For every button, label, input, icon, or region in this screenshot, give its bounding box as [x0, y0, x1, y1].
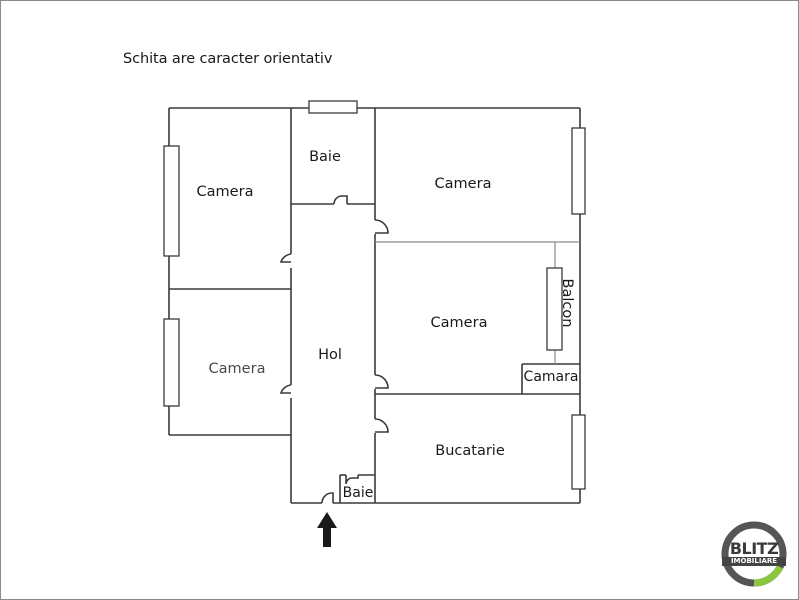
entrance-arrow-icon — [317, 512, 337, 547]
door-baie-small — [345, 475, 359, 485]
room-label-balcon: Balcon — [559, 278, 575, 328]
window-baie-top — [308, 100, 358, 114]
window-camera-bottom-left — [163, 318, 180, 407]
blitz-imobiliare-logo: BLITZ IMOBILIARE — [719, 519, 789, 589]
door-camera-top-right — [374, 219, 389, 234]
door-entrance — [321, 492, 334, 504]
room-label-camera-middle-right: Camera — [430, 315, 488, 331]
room-label-hol: Hol — [318, 347, 342, 363]
windows — [163, 100, 586, 490]
window-camera-top-right — [571, 127, 586, 215]
room-label-baie-top: Baie — [309, 149, 341, 165]
room-label-camera-top-left: Camera — [196, 184, 254, 200]
room-label-camera-top-right: Camera — [434, 176, 492, 192]
window-balcon — [546, 267, 563, 351]
window-bucatarie — [571, 414, 586, 490]
logo-ring-icon — [721, 521, 787, 587]
room-label-bucatarie: Bucatarie — [435, 443, 505, 459]
door-bucatarie — [374, 418, 389, 433]
logo-subtitle-text: IMOBILIARE — [730, 557, 778, 565]
window-camera-top-left — [163, 145, 180, 257]
door-camera-bottom-left — [279, 384, 292, 394]
room-label-camera-bottom-left: Camera — [208, 361, 266, 377]
plan-caption: Schita are caracter orientativ — [123, 51, 333, 67]
room-label-baie-small: Baie — [342, 485, 374, 501]
walls — [168, 107, 581, 504]
room-label-camara: Camara — [523, 369, 579, 385]
door-camera-middle-right — [374, 374, 389, 389]
door-camera-top-left — [279, 253, 292, 263]
logo-brand-text: BLITZ — [729, 539, 779, 558]
doors — [279, 195, 389, 504]
door-baie-top — [333, 195, 348, 205]
